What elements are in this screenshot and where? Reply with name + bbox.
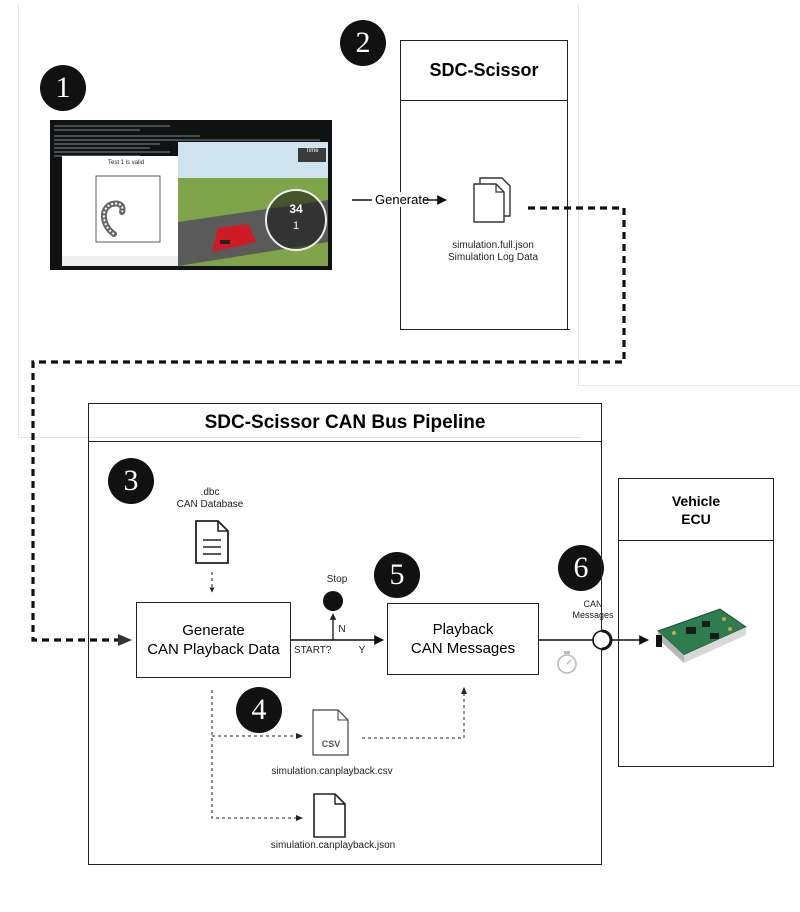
branch-n-label: N xyxy=(338,624,346,635)
dbc-document-icon xyxy=(195,520,229,564)
generate-to-json-line xyxy=(211,690,300,819)
dbc-extension: .dbc xyxy=(200,487,220,498)
vehicle-ecu-line1: Vehicle xyxy=(671,492,721,509)
step-badge-6: 6 xyxy=(558,545,604,591)
generate-can-line2: CAN Playback Data xyxy=(147,641,280,658)
sdc-scissor-box-bottom xyxy=(400,329,570,330)
json-filename: simulation.canplayback.json xyxy=(270,840,396,851)
playback-can-messages-box: Playback CAN Messages xyxy=(387,603,539,675)
dbc-name: CAN Database xyxy=(176,499,244,510)
step-badge-5: 5 xyxy=(374,552,420,598)
sdc-scissor-box: SDC-Scissor xyxy=(400,40,568,330)
vehicle-ecu-title: Vehicle ECU xyxy=(619,479,773,541)
console-text-lines xyxy=(54,125,320,157)
playback-line2: CAN Messages xyxy=(410,640,516,657)
start-question-label: START? xyxy=(294,645,332,656)
csv-tag: CSV xyxy=(321,739,341,749)
csv-to-playback-line xyxy=(362,690,465,739)
json-file-stack-icon xyxy=(473,177,511,223)
generate-to-csv-arrowhead xyxy=(296,733,303,739)
road-plot xyxy=(62,175,190,266)
full-json-description: Simulation Log Data xyxy=(447,252,539,263)
driving-view: 34 1 Time xyxy=(178,142,328,266)
step-badge-1: 1 xyxy=(40,65,86,111)
pipeline-title: SDC-Scissor CAN Bus Pipeline xyxy=(89,404,601,442)
simulation-screenshot: Test 1 is valid 34 1 Time xyxy=(50,120,332,270)
generate-to-json-arrowhead xyxy=(296,815,303,821)
time-label: Time xyxy=(305,148,319,154)
plot-window: Test 1 is valid xyxy=(62,156,190,266)
branch-y-label: Y xyxy=(358,645,366,656)
sdc-scissor-box-left-stub xyxy=(400,314,401,330)
full-json-filename: simulation.full.json xyxy=(452,240,534,251)
plot-title: Test 1 is valid xyxy=(107,160,144,166)
can-bus-pipeline-box: SDC-Scissor CAN Bus Pipeline xyxy=(88,403,602,865)
can-messages-line2: Messages xyxy=(572,610,614,620)
csv-file-icon xyxy=(312,709,349,756)
playback-line1: Playback xyxy=(432,621,494,638)
generate-can-line1: Generate xyxy=(182,622,245,639)
log-to-pipeline-arrowhead xyxy=(118,634,132,646)
csv-to-playback-arrowhead xyxy=(461,687,467,694)
vehicle-ecu-line2: ECU xyxy=(681,510,711,527)
sdc-scissor-title: SDC-Scissor xyxy=(401,41,567,101)
vehicle-ecu-box: Vehicle ECU xyxy=(618,478,774,767)
top-right-panel-frame xyxy=(578,5,800,386)
json-file-icon xyxy=(313,793,346,838)
top-panel-frame xyxy=(18,5,581,438)
log-to-pipeline-dashed-route xyxy=(31,206,626,642)
csv-filename: simulation.canplayback.csv xyxy=(271,766,393,777)
step-badge-3: 3 xyxy=(108,458,154,504)
stop-node xyxy=(323,591,343,611)
timer-icon xyxy=(557,651,577,674)
hud-gear: 1 xyxy=(292,220,300,232)
hud-speed: 34 xyxy=(289,202,303,216)
generate-can-playback-box: Generate CAN Playback Data xyxy=(136,602,291,678)
step-badge-4: 4 xyxy=(236,687,282,733)
ecu-circuit-board-icon xyxy=(656,608,748,663)
generate-label: Generate xyxy=(373,192,432,207)
step-badge-2: 2 xyxy=(340,20,386,66)
driving-scene xyxy=(178,142,328,266)
stop-label: Stop xyxy=(326,574,348,585)
can-messages-line1: CAN xyxy=(583,599,603,609)
